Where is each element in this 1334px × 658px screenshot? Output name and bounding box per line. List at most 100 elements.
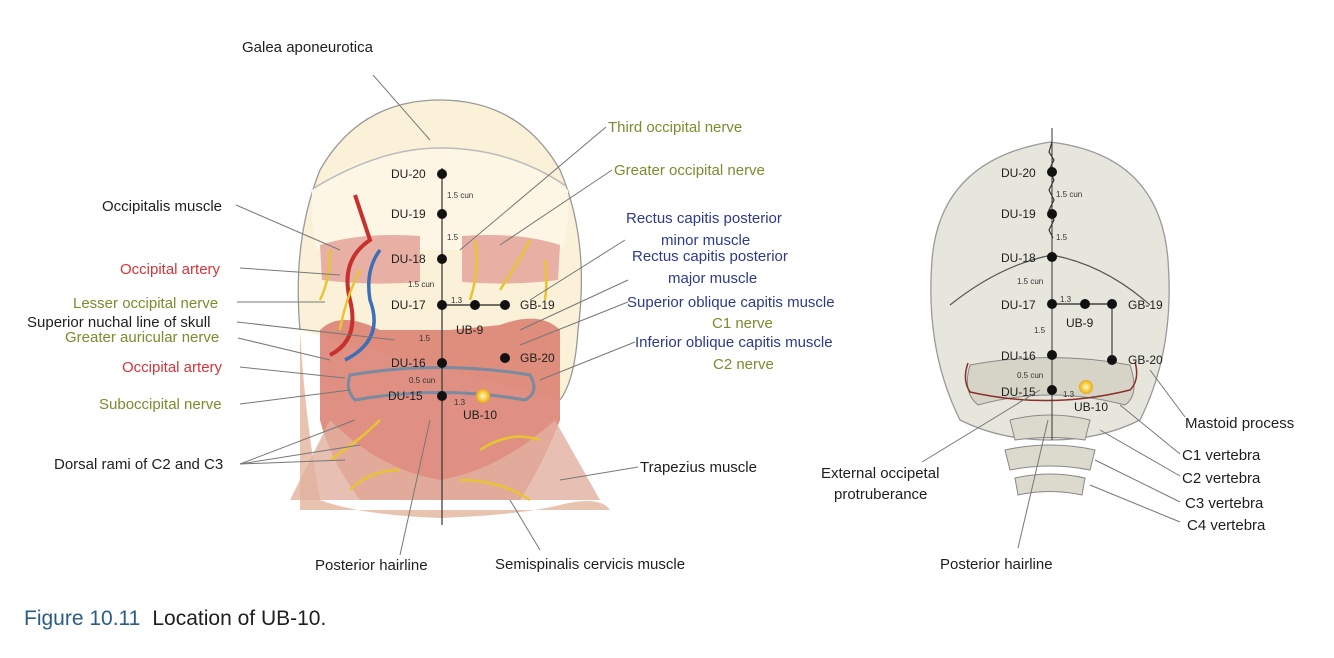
measure-2-right: 1.5 bbox=[1056, 233, 1068, 242]
left-acupoints: DU-20 DU-19 DU-18 DU-17 DU-16 DU-15 GB-1… bbox=[388, 167, 555, 422]
vein-vessel bbox=[344, 248, 382, 362]
c1-nerve-label: C1 nerve bbox=[712, 315, 773, 332]
du16-point bbox=[437, 358, 447, 368]
c4-vertebra-label: C4 vertebra bbox=[1187, 517, 1266, 534]
nerves-right bbox=[459, 239, 548, 502]
skull-base bbox=[966, 357, 1135, 406]
du19-label-right: DU-19 bbox=[1001, 207, 1036, 221]
measure-6: 0.5 cun bbox=[409, 376, 435, 385]
superior-nuchal-line-label: Superior nuchal line of skull bbox=[27, 314, 210, 331]
gb19-point bbox=[500, 300, 510, 310]
galea-aponeurotica-label: Galea aponeurotica bbox=[242, 39, 374, 56]
du16-label: DU-16 bbox=[391, 356, 426, 370]
measure-2: 1.5 bbox=[447, 233, 459, 242]
du18-label: DU-18 bbox=[391, 252, 426, 266]
right-leader-lines bbox=[921, 369, 1186, 549]
posterior-hairline-left-label: Posterior hairline bbox=[315, 557, 428, 574]
right-labels: External occipetal protruberance Posteri… bbox=[821, 415, 1294, 573]
dorsal-rami-label: Dorsal rami of C2 and C3 bbox=[54, 456, 223, 473]
gb20-point bbox=[500, 353, 510, 363]
posterior-hairline-right-label: Posterior hairline bbox=[940, 556, 1053, 573]
c3-vertebra-label: C3 vertebra bbox=[1185, 495, 1264, 512]
third-occipital-nerve-label: Third occipital nerve bbox=[608, 119, 742, 136]
occipitalis-muscle-label: Occipitalis muscle bbox=[102, 198, 222, 215]
du19-point-right bbox=[1047, 209, 1057, 219]
gb20-point-right bbox=[1107, 355, 1117, 365]
mastoid-process-label: Mastoid process bbox=[1185, 415, 1294, 432]
du15-point bbox=[437, 391, 447, 401]
du19-label: DU-19 bbox=[391, 207, 426, 221]
measure-4: 1.3 bbox=[451, 296, 463, 305]
figure-caption: Figure 10.11 Location of UB-10. bbox=[24, 607, 326, 631]
du17-point bbox=[437, 300, 447, 310]
gb20-label: GB-20 bbox=[520, 351, 555, 365]
measure-7-right: 1.3 bbox=[1063, 390, 1075, 399]
greater-occipital-nerve-label: Greater occipital nerve bbox=[614, 162, 765, 179]
galea-region bbox=[311, 148, 569, 250]
measure-7: 1.3 bbox=[454, 398, 466, 407]
rectus-minor-label-2: minor muscle bbox=[661, 232, 750, 249]
right-acupoints: DU-20 DU-19 DU-18 DU-17 DU-16 DU-15 GB-1… bbox=[1001, 166, 1163, 414]
du20-label-right: DU-20 bbox=[1001, 166, 1036, 180]
suboccipital-nerve-label: Suboccipital nerve bbox=[99, 396, 222, 413]
inferior-oblique-label: Inferior oblique capitis muscle bbox=[635, 334, 833, 351]
gb19-label: GB-19 bbox=[520, 298, 555, 312]
measure-1: 1.5 cun bbox=[447, 191, 473, 200]
measure-5-right: 1.5 bbox=[1034, 326, 1046, 335]
galea-line bbox=[313, 147, 567, 189]
measure-4-right: 1.3 bbox=[1060, 295, 1072, 304]
du15-point-right bbox=[1047, 385, 1057, 395]
du19-point bbox=[437, 209, 447, 219]
du17-label: DU-17 bbox=[391, 298, 426, 312]
c2-nerve-label: C2 nerve bbox=[713, 356, 774, 373]
du20-point-right bbox=[1047, 167, 1057, 177]
measure-1-right: 1.5 cun bbox=[1056, 190, 1082, 199]
ub9-label-right: UB-9 bbox=[1066, 316, 1094, 330]
trapezius-label: Trapezius muscle bbox=[640, 459, 757, 476]
measure-5: 1.5 bbox=[419, 334, 431, 343]
external-occipital-label-1: External occipetal bbox=[821, 465, 939, 482]
ub9-point bbox=[470, 300, 480, 310]
measure-3-right: 1.5 cun bbox=[1017, 277, 1043, 286]
du15-label: DU-15 bbox=[388, 389, 423, 403]
external-occipital-label-2: protruberance bbox=[834, 486, 927, 503]
occipitalis-right bbox=[462, 235, 560, 284]
du18-label-right: DU-18 bbox=[1001, 251, 1036, 265]
ub10-point-right bbox=[1079, 380, 1093, 394]
skull-hairline-curve bbox=[964, 361, 1138, 402]
du16-label-right: DU-16 bbox=[1001, 349, 1036, 363]
du20-label: DU-20 bbox=[391, 167, 426, 181]
left-labels: Galea aponeurotica Occipitalis muscle Oc… bbox=[27, 39, 835, 574]
ub9-label: UB-9 bbox=[456, 323, 484, 337]
neck-muscles bbox=[320, 318, 560, 500]
left-leader-lines bbox=[235, 74, 639, 556]
figure-illustration: DU-20 DU-19 DU-18 DU-17 DU-16 DU-15 GB-1… bbox=[27, 39, 1294, 574]
ub10-point bbox=[476, 389, 490, 403]
semispinalis-label: Semispinalis cervicis muscle bbox=[495, 556, 685, 573]
cervical-vertebrae bbox=[1004, 414, 1096, 496]
figure-caption-text: Location of UB-10. bbox=[152, 607, 327, 630]
rectus-major-label-1: Rectus capitis posterior bbox=[632, 248, 788, 265]
ub10-label-right: UB-10 bbox=[1074, 400, 1108, 414]
c1-vertebra-label: C1 vertebra bbox=[1182, 447, 1261, 464]
occipital-artery-label-2: Occipital artery bbox=[122, 359, 223, 376]
measure-3: 1.5 cun bbox=[408, 280, 434, 289]
du18-point bbox=[437, 254, 447, 264]
du17-label-right: DU-17 bbox=[1001, 298, 1036, 312]
greater-auricular-nerve-label: Greater auricular nerve bbox=[65, 329, 219, 346]
gb19-point-right bbox=[1107, 299, 1117, 309]
gb20-label-right: GB-20 bbox=[1128, 353, 1163, 367]
c2-vertebra-label: C2 vertebra bbox=[1182, 470, 1261, 487]
measure-6-right: 0.5 cun bbox=[1017, 371, 1043, 380]
du15-label-right: DU-15 bbox=[1001, 385, 1036, 399]
gb19-label-right: GB-19 bbox=[1128, 298, 1163, 312]
superior-oblique-label: Superior oblique capitis muscle bbox=[627, 294, 835, 311]
occipital-artery-label-1: Occipital artery bbox=[120, 261, 221, 278]
figure-number: Figure 10.11 bbox=[24, 607, 141, 630]
du20-point bbox=[437, 169, 447, 179]
trapezius-region bbox=[290, 420, 600, 500]
ub9-point-right bbox=[1080, 299, 1090, 309]
rectus-minor-label-1: Rectus capitis posterior bbox=[626, 210, 782, 227]
du17-point-right bbox=[1047, 299, 1057, 309]
du16-point-right bbox=[1047, 350, 1057, 360]
